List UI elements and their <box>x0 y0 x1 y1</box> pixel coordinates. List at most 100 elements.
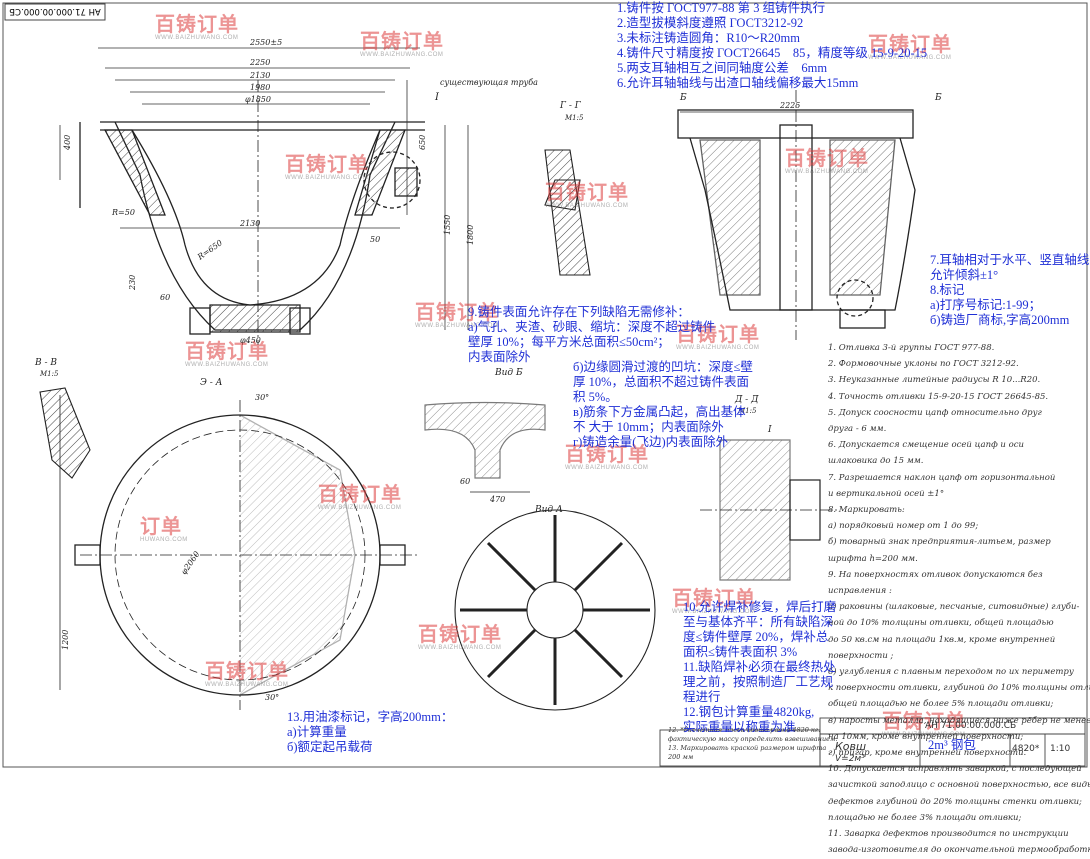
blue-note-line: 6.允许耳轴轴线与出渣口轴线偏移最大15mm <box>617 76 859 90</box>
russian-note-line: 5. Допуск соосности цапф относительно др… <box>828 407 1042 418</box>
russian-technical-notes: 1. Отливка 3-й группы ГОСТ 977-88. 2. Фор… <box>828 340 1090 859</box>
blue-note-line: 壁厚 10%；每平方米总面积≤50cm²； <box>468 335 670 349</box>
russian-note-line: площадью не более 3% площади отливки; <box>828 812 1022 823</box>
dim-r50: R=50 <box>111 208 135 217</box>
svg-text:Вид А: Вид А <box>534 505 563 515</box>
blue-note-line: 程进行 <box>683 690 721 704</box>
svg-text:I: I <box>767 425 772 435</box>
russian-note-line: ной до 10% толщины отливки, общей площад… <box>828 618 1054 629</box>
blue-note-line: 1.铸件按 ГОСТ977-88 第 3 组铸件执行 <box>617 1 826 15</box>
russian-note-line: до 50 кв.см на площади 1кв.м, кроме внут… <box>828 634 1056 645</box>
dim-230: 230 <box>128 275 137 291</box>
blue-note-line: 12.钢包计算重量4820kg, <box>683 705 815 719</box>
angle-30-bottom: 30° <box>265 693 279 702</box>
russian-note-line: и вертикальной осей ±1° <box>828 488 945 499</box>
detail-I-label: I <box>434 92 440 103</box>
russian-note-line: шрифта h=200 мм. <box>828 553 918 564</box>
existing-pipe-label: существующая труба <box>440 78 538 87</box>
blue-note-line: г)铸造余量(飞边)内表面除外 <box>573 435 729 449</box>
title-block-scale: 1:10 <box>1050 744 1071 754</box>
dim-2250: 2250 <box>249 58 270 67</box>
russian-note-line: к поверхности отливки, глубиной до 10% т… <box>828 683 1090 694</box>
blue-note-line: 度≤铸件壁厚 20%，焊补总 <box>683 630 829 644</box>
blue-note-line: 不 大于 10mm；内表面除外 <box>573 420 724 434</box>
russian-note-line: 8. Маркировать: <box>828 505 905 516</box>
russian-note-line: дефектов глубиной до 20% толщины стенки … <box>828 796 1082 807</box>
svg-text:Г - Г: Г - Г <box>559 101 582 111</box>
view-b-marker-left: Б <box>679 93 687 103</box>
russian-note-line: 200 мм <box>668 753 694 761</box>
title-block-name: Ковш <box>835 740 867 753</box>
title-block-code: АН 71.00.00.000.СБ <box>925 721 1017 731</box>
dim-1980: 1980 <box>250 83 270 92</box>
blue-note-line: 9.铸件表面允许存在下列缺陷无需修补： <box>468 305 690 319</box>
ladle-section-view <box>79 80 425 345</box>
blue-notes-item9b: б)边缘圆滑过渡的凹坑：深度≤壁厚 10%，总面积不超过铸件表面积 5%。 в)… <box>573 360 753 450</box>
svg-text:Д - Д: Д - Д <box>734 395 759 405</box>
blue-note-line: б)边缘圆滑过渡的凹坑：深度≤壁 <box>573 360 753 374</box>
blue-note-line: 10.允许焊补修复，焊后打磨 <box>683 600 837 614</box>
russian-note-line: 2. Формовочные уклоны по ГОСТ 3212-92. <box>828 359 1019 370</box>
russian-note-line: 1. Отливка 3-й группы ГОСТ 977-88. <box>828 343 995 353</box>
dim-1200: 1200 <box>61 630 70 650</box>
section-d-d: Д - Д М1:5 <box>734 395 759 415</box>
dim-2130-top: 2130 <box>249 71 270 80</box>
russian-note-line: шлаковика до 15 мм. <box>828 456 924 467</box>
svg-text:М1:5: М1:5 <box>39 370 59 378</box>
russian-note-line: 9. На поверхностях отливок допускаются б… <box>828 569 1043 580</box>
russian-note-line: исправления : <box>828 586 892 597</box>
blue-note-line: 厚 10%，总面积不超过铸件表面 <box>573 375 750 389</box>
blue-notes-item9: 9.铸件表面允许存在下列缺陷无需修补：a)气孔、夹渣、砂眼、缩坑：深度不超过铸件… <box>468 305 715 365</box>
section-v-v: В - В М1:5 <box>34 358 91 479</box>
blue-note-line: б)额定起吊载荷 <box>287 740 373 754</box>
ladle-plan-view <box>59 395 420 710</box>
corner-code-box: АН 71.000.00.000.СБ <box>4 3 106 21</box>
russian-note-line: а) порядковый номер от 1 до 99; <box>828 521 979 532</box>
blue-notes-item10: 10.允许焊补修复，焊后打磨至与基体齐平：所有缺陷深度≤铸件壁厚 20%，焊补总… <box>683 600 836 735</box>
russian-note-line: г) пригар, кроме внутренней поверхности. <box>828 748 1027 759</box>
russian-note-line: в) наросты металла, находящиеся ниже рёб… <box>828 715 1090 726</box>
blue-note-line: a)气孔、夹渣、砂眼、缩坑：深度不超过铸件 <box>468 320 716 334</box>
russian-note-line: друга - 6 мм. <box>828 424 887 435</box>
russian-note-line: а) раковины (шлаковые, песчаные, ситовид… <box>828 602 1080 613</box>
blue-note-line: 2.造型拔模斜度遵照 ГОСТ3212-92 <box>617 16 804 30</box>
russian-note-line: 6. Допускается смещение осей цапф и оси <box>828 440 1024 451</box>
svg-text:60: 60 <box>460 477 470 486</box>
blue-note-line: в)筋条下方金属凸起，高出基体 <box>573 405 746 419</box>
blue-note-line: 4.铸件尺寸精度按 ГОСТ26645 85，精度等级 15-9-20-15 <box>617 46 928 60</box>
russian-note-line: 13. Маркировать краской размером шрифта <box>668 744 827 752</box>
russian-bottom-notes: 12. *Расчетная масса ковша равна 4820 кг… <box>668 726 837 762</box>
blue-note-line: 8.标记 <box>930 283 965 297</box>
russian-note-line: 11. Заварка дефектов производится по инс… <box>828 829 1069 840</box>
dim-400: 400 <box>63 135 72 151</box>
svg-text:В - В: В - В <box>34 358 57 368</box>
title-block-mass: 4820* <box>1012 744 1040 754</box>
dim-60: 60 <box>160 293 170 302</box>
view-e-a-title: Э - А <box>200 378 223 388</box>
detail-view-a: Вид А <box>454 505 656 711</box>
svg-text:АН 71.000.00.000.СБ: АН 71.000.00.000.СБ <box>9 6 101 16</box>
russian-note-line: общей площадью не более 5% площади отлив… <box>828 699 1054 710</box>
blue-note-line: 内表面除外 <box>468 350 531 364</box>
ladle-side-view <box>677 90 916 340</box>
russian-note-line: 4. Точность отливки 15-9-20-15 ГОСТ 2664… <box>828 391 1049 402</box>
russian-note-line: поверхности ; <box>828 650 894 661</box>
russian-note-line: 7. Разрешается наклон цапф от горизонтал… <box>828 472 1056 483</box>
ladle-dimension-lines <box>59 47 469 330</box>
blue-note-line: 7.耳轴相对于水平、竖直轴线 <box>930 253 1090 267</box>
blue-note-line: 实际重量以称重为准 <box>683 720 796 734</box>
detail-trunnion: I <box>700 425 840 581</box>
russian-note-line: 12. *Расчетная масса ковша равна 4820 кг… <box>668 726 821 734</box>
dim-450: φ450 <box>240 336 261 345</box>
